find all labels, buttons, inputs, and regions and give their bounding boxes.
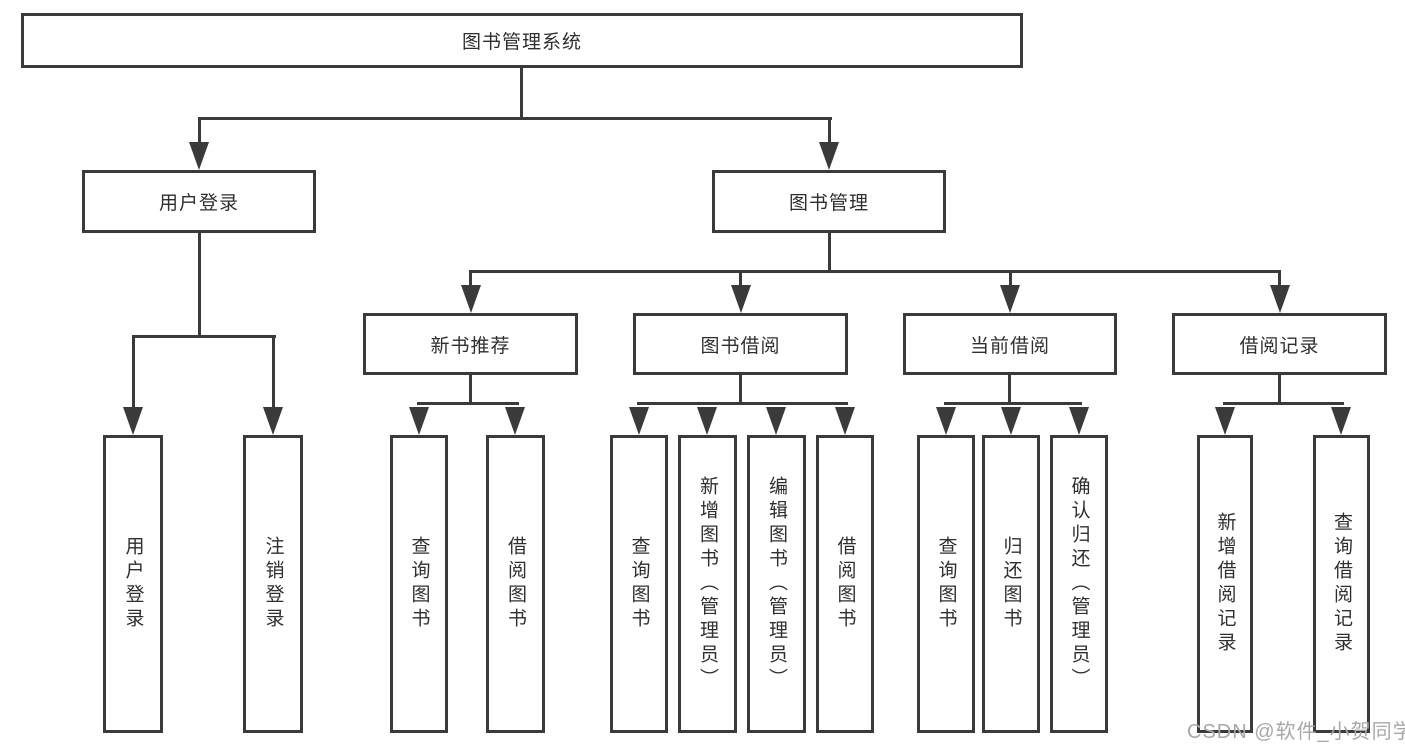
node-label: 查询借阅记录	[1331, 512, 1352, 656]
node-label: 查询图书	[935, 536, 957, 632]
node-library-management-system: 图书管理系统	[21, 13, 1023, 68]
node-leaf-query-books-recommend: 查询图书	[390, 435, 448, 733]
node-book-management: 图书管理	[712, 170, 946, 233]
node-leaf-return-book: 归还图书	[982, 435, 1040, 733]
node-label: 借阅图书	[505, 536, 526, 632]
connector-vline	[132, 335, 135, 411]
arrow-down-icon	[1069, 407, 1089, 435]
connector-hline	[944, 402, 1082, 405]
node-current-borrowing: 当前借阅	[903, 313, 1117, 375]
arrow-down-icon	[819, 142, 839, 170]
connector-hline	[132, 335, 276, 338]
node-user-login: 用户登录	[82, 170, 316, 233]
node-leaf-borrow-books-recommend: 借阅图书	[486, 435, 545, 733]
node-leaf-user-login: 用户登录	[103, 435, 163, 733]
node-leaf-add-borrow-record: 新增借阅记录	[1197, 435, 1253, 733]
arrow-down-icon	[1000, 285, 1020, 313]
csdn-watermark: CSDN @软件_小贺同学	[1187, 721, 1405, 743]
node-leaf-query-borrow-record: 查询借阅记录	[1313, 435, 1370, 733]
arrow-down-icon	[123, 407, 143, 435]
arrow-down-icon	[835, 407, 855, 435]
node-label: 新增图书（管理员）	[697, 476, 718, 692]
arrow-down-icon	[629, 407, 649, 435]
node-label: 用户登录	[158, 193, 239, 214]
node-leaf-edit-book-admin: 编辑图书（管理员）	[747, 435, 806, 733]
node-leaf-confirm-return-admin: 确认归还（管理员）	[1050, 435, 1108, 733]
arrow-down-icon	[189, 142, 209, 170]
connector-vline	[1009, 270, 1012, 290]
connector-vline	[828, 233, 831, 273]
connector-hline	[417, 402, 519, 405]
node-leaf-borrow-books-borrowing: 借阅图书	[816, 435, 874, 733]
connector-vline	[739, 375, 742, 405]
connector-hline	[198, 117, 832, 120]
node-label: 确认归还（管理员）	[1068, 476, 1090, 692]
arrow-down-icon	[1270, 285, 1290, 313]
connector-hline	[1223, 402, 1344, 405]
node-label: 当前借阅	[969, 335, 1050, 357]
arrow-down-icon	[505, 407, 525, 435]
arrow-down-icon	[461, 285, 481, 313]
arrow-down-icon	[766, 407, 786, 435]
node-label: 新增借阅记录	[1214, 512, 1236, 656]
connector-hline	[469, 270, 1281, 273]
connector-vline	[739, 270, 742, 290]
node-label: 查询图书	[628, 536, 650, 632]
node-label: 查询图书	[408, 536, 430, 632]
node-label: 注销登录	[262, 536, 284, 632]
connector-vline	[272, 335, 275, 411]
node-label: 图书管理	[788, 193, 869, 214]
node-label: 新书推荐	[430, 335, 511, 357]
arrow-down-icon	[1001, 407, 1021, 435]
connector-vline	[520, 68, 523, 120]
connector-vline	[469, 270, 472, 290]
node-leaf-logout: 注销登录	[243, 435, 303, 733]
node-label: 归还图书	[1000, 536, 1022, 632]
arrow-down-icon	[697, 407, 717, 435]
arrow-down-icon	[1215, 407, 1235, 435]
connector-vline	[1278, 270, 1281, 290]
node-leaf-query-books-current: 查询图书	[917, 435, 975, 733]
arrow-down-icon	[409, 407, 429, 435]
connector-vline	[198, 117, 201, 147]
node-label: 借阅图书	[834, 536, 856, 632]
connector-hline	[637, 402, 848, 405]
node-borrowing-records: 借阅记录	[1172, 313, 1387, 375]
arrow-down-icon	[1331, 407, 1351, 435]
node-label: 编辑图书（管理员）	[766, 476, 787, 692]
node-new-book-recommendation: 新书推荐	[363, 313, 578, 375]
arrow-down-icon	[731, 285, 751, 313]
connector-vline	[828, 117, 831, 147]
connector-vline	[469, 375, 472, 405]
connector-vline	[1008, 375, 1011, 405]
node-label: 用户登录	[122, 536, 144, 632]
connector-vline	[1278, 375, 1281, 405]
node-leaf-add-book-admin: 新增图书（管理员）	[678, 435, 737, 733]
arrow-down-icon	[263, 407, 283, 435]
node-leaf-query-books-borrowing: 查询图书	[610, 435, 668, 733]
connector-vline	[198, 233, 201, 337]
node-label: 图书借阅	[700, 335, 781, 357]
node-book-borrowing: 图书借阅	[633, 313, 848, 375]
arrow-down-icon	[936, 407, 956, 435]
node-label: 图书管理系统	[461, 32, 582, 53]
node-label: 借阅记录	[1239, 335, 1320, 357]
